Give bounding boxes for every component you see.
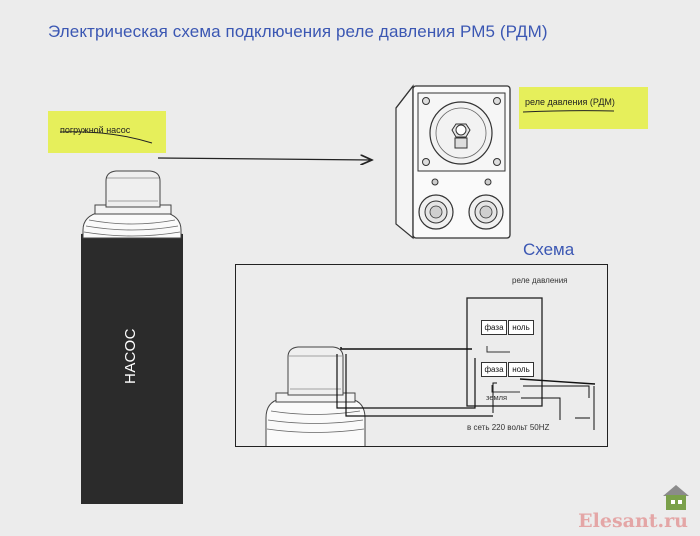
schema-title: Схема	[523, 240, 575, 259]
page-title: Электрическая схема подключения реле дав…	[48, 22, 548, 41]
schema-relay-label: реле давления	[512, 276, 568, 285]
pump-tag-label: погружной насос	[60, 125, 131, 135]
pump-large-graphic	[81, 170, 183, 504]
top-phase-cell: фаза	[481, 320, 507, 335]
arrow-line	[157, 158, 372, 160]
schema-frame	[235, 264, 608, 447]
top-neutral-cell: ноль	[508, 320, 534, 335]
relay-tag-leader	[522, 110, 615, 113]
relay-tag-label: реле давления (РДМ)	[525, 97, 615, 107]
pump-small-graphic	[265, 346, 366, 447]
bottom-phase-cell: фаза	[481, 362, 507, 377]
ground-label: земля	[486, 393, 508, 402]
relay-tag: реле давления (РДМ)	[519, 87, 648, 129]
watermark-logo: Elesant.ru	[578, 510, 688, 532]
bottom-neutral-cell: ноль	[508, 362, 534, 377]
pump-tag-leader	[59, 131, 153, 144]
pump-body-label: НАСОС	[121, 327, 139, 384]
watermark-house-icon	[663, 485, 689, 510]
mains-label: в сеть 220 вольт 50HZ	[467, 423, 550, 432]
pressure-relay-graphic	[395, 84, 511, 240]
pump-body-label-wrap: НАСОС	[110, 328, 150, 384]
schema-wiring	[336, 297, 596, 430]
